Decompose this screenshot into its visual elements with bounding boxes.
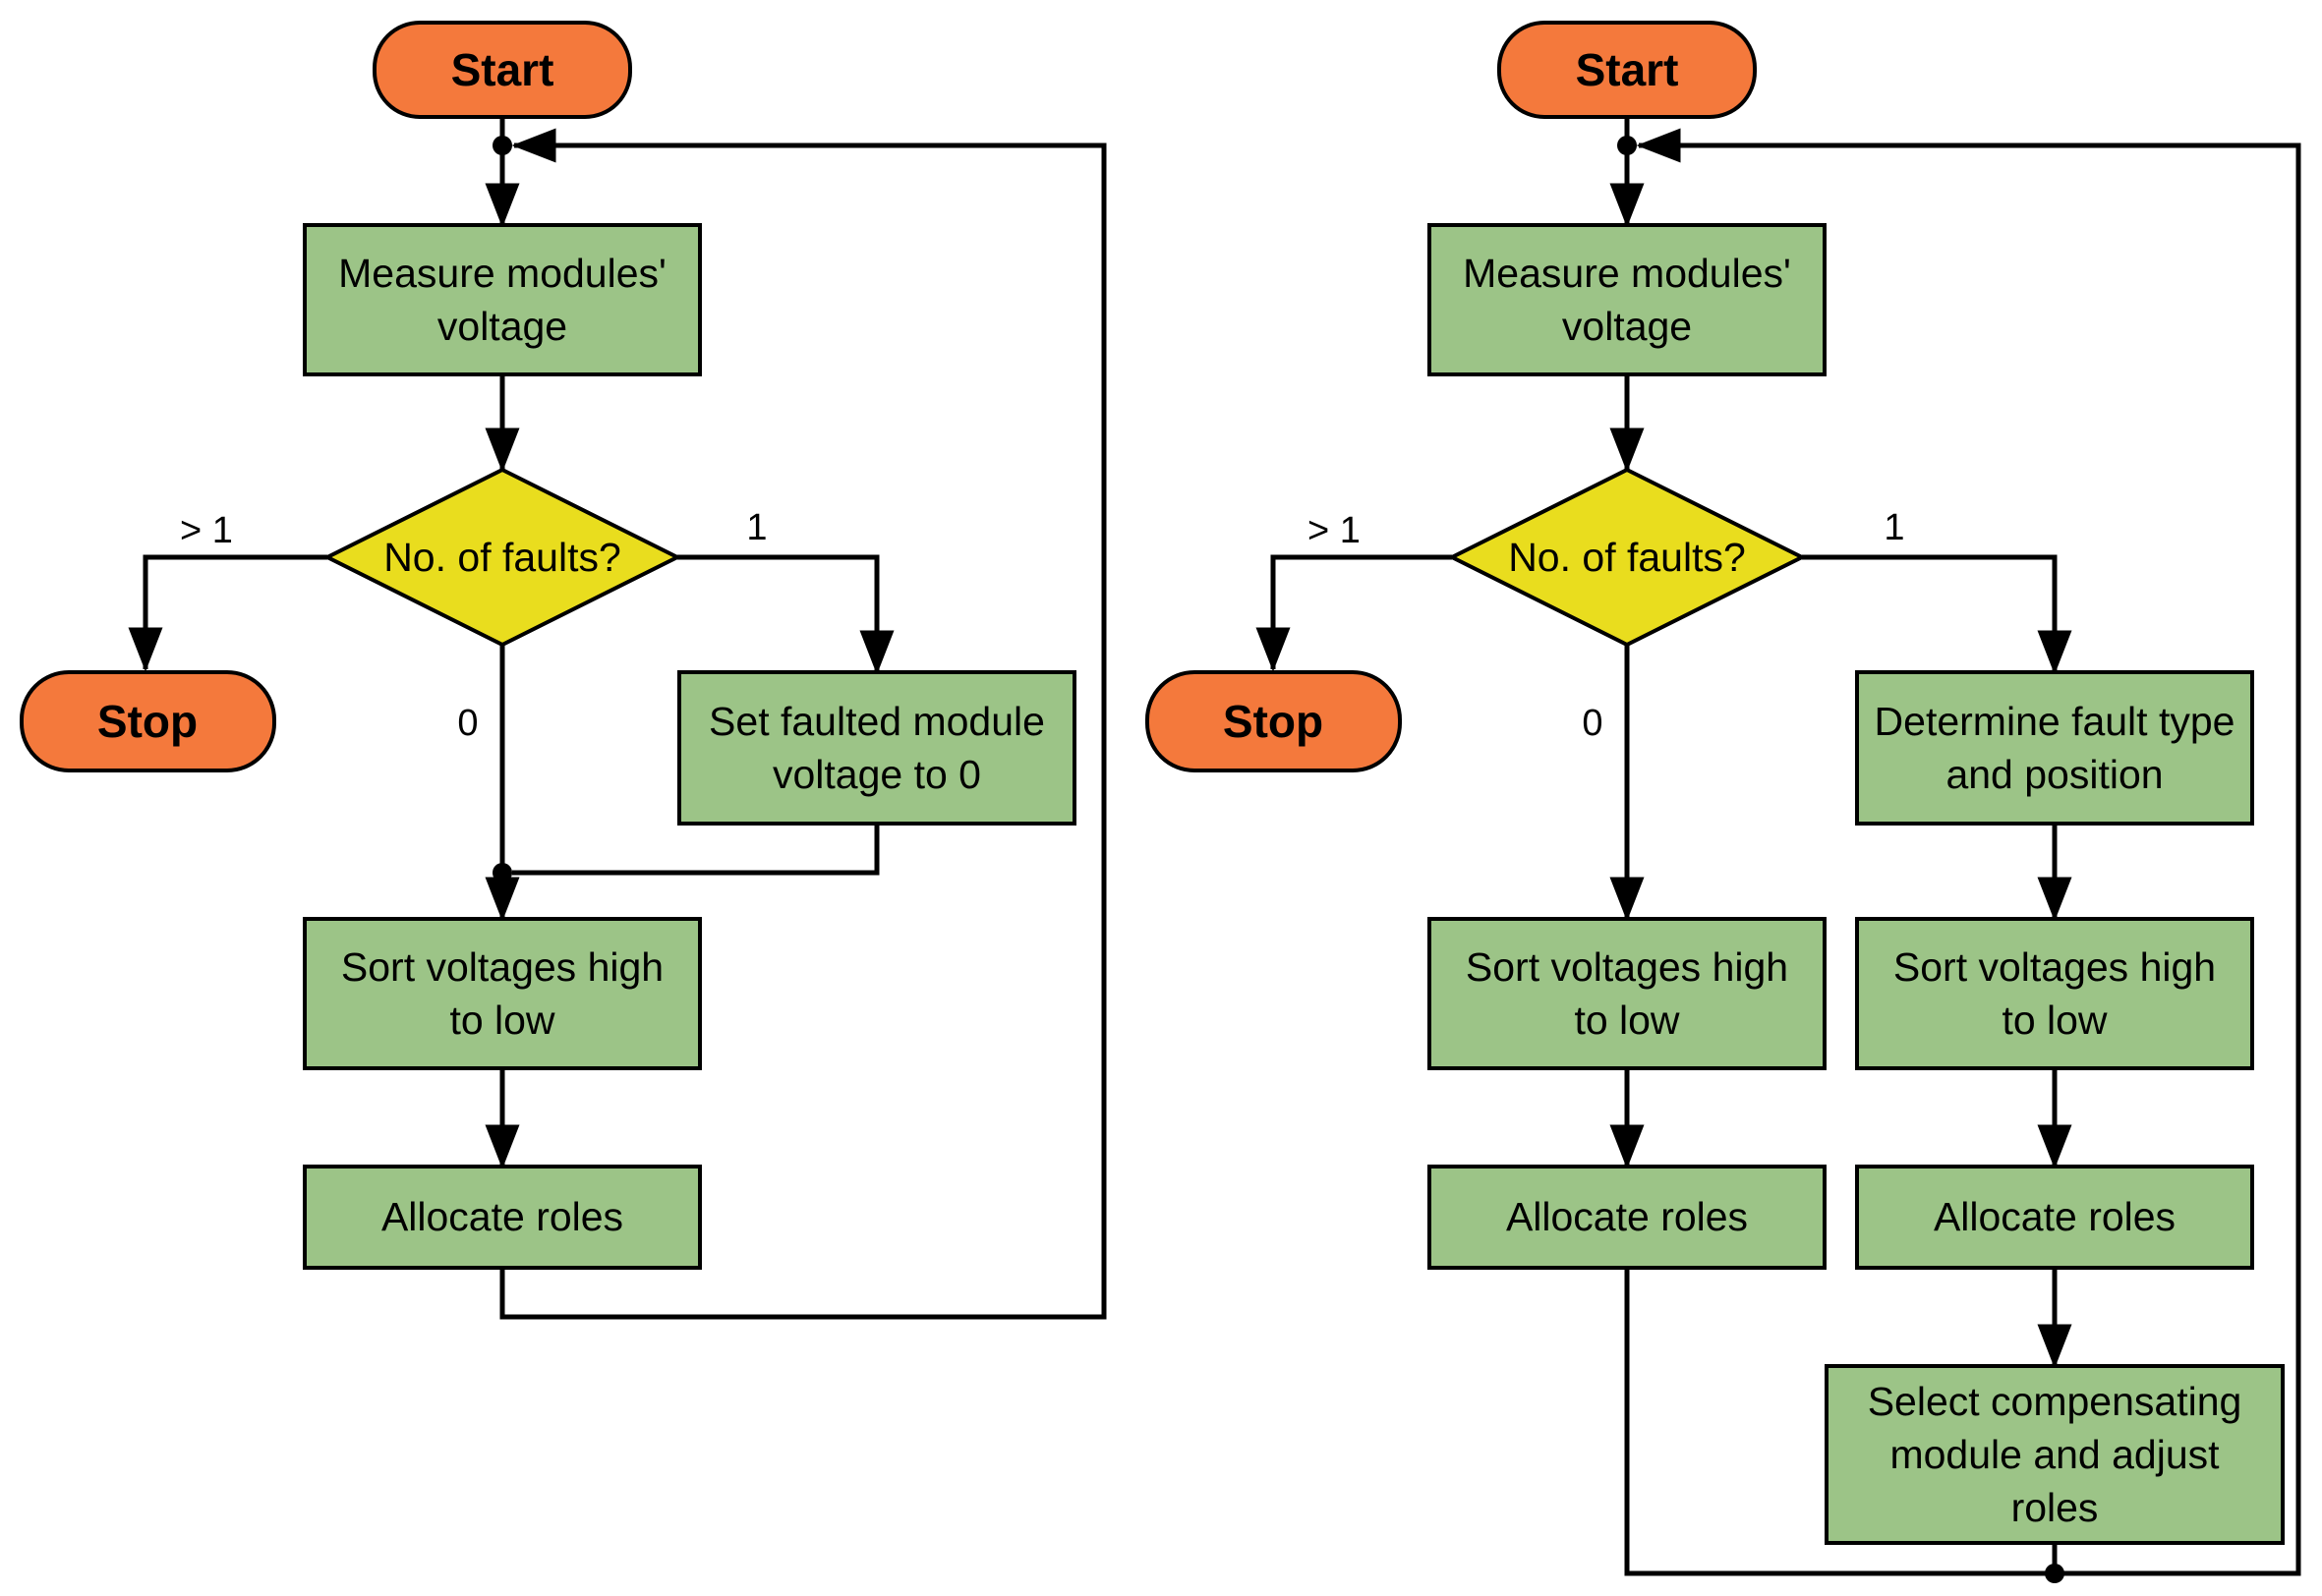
right-select-label-line2: module and adjust [1889, 1432, 2220, 1477]
left-branch-1-label: 1 [746, 507, 767, 548]
right-allocate-right-label: Allocate roles [1934, 1194, 2176, 1239]
left-setfaulted-label-line1: Set faulted module [709, 699, 1045, 744]
right-allocate-left-label: Allocate roles [1506, 1194, 1748, 1239]
right-branch-0-label: 0 [1582, 703, 1602, 744]
left-junction-dot-top [493, 136, 512, 155]
right-junction-dot-bottom [2045, 1564, 2064, 1583]
right-decision-label: No. of faults? [1508, 535, 1746, 580]
right-sort-right-label-line2: to low [2002, 998, 2107, 1043]
left-branch-gt1-label: > 1 [180, 510, 233, 551]
left-edge-decision-to-setfaulted [677, 554, 895, 675]
right-start-label: Start [1576, 44, 1679, 95]
left-measure-label-line2: voltage [437, 304, 567, 349]
right-start-node [1497, 21, 1757, 119]
left-stop-node [20, 670, 276, 772]
right-allocate-right-node [1855, 1165, 2254, 1270]
left-start-node [373, 21, 632, 119]
right-select-node [1825, 1364, 2285, 1545]
right-measure-label-line1: Measure modules' [1463, 251, 1791, 296]
right-edge-decision-to-stop [1255, 554, 1452, 672]
right-determine-label-line1: Determine fault type [1875, 699, 2235, 744]
left-setfaulted-label-line2: voltage to 0 [773, 752, 981, 797]
right-branch-1-label: 1 [1884, 507, 1904, 548]
left-edge-allocate-loopback [499, 128, 1107, 1320]
left-stop-label: Stop [97, 696, 198, 747]
left-junction-dot-merge [493, 863, 512, 883]
right-branch-gt1-label: > 1 [1307, 510, 1361, 551]
left-flowchart: Start Measure modules' voltage No. of fa… [20, 21, 1107, 1320]
right-sort-left-label-line2: to low [1574, 998, 1679, 1043]
right-decision-node [1447, 467, 1807, 648]
left-allocate-label: Allocate roles [381, 1194, 623, 1239]
right-edge-allocateleft-loopback [1624, 128, 2301, 1576]
left-setfaulted-node [677, 670, 1076, 826]
right-sort-left-label-line1: Sort voltages high [1466, 944, 1788, 990]
left-measure-label-line1: Measure modules' [338, 251, 667, 296]
right-determine-label-line2: and position [1945, 752, 2163, 797]
left-sort-label-line1: Sort voltages high [341, 944, 664, 990]
left-branch-0-label: 0 [457, 703, 478, 744]
right-sort-left-node [1427, 917, 1827, 1070]
left-start-label: Start [451, 44, 554, 95]
right-sort-right-node [1855, 917, 2254, 1070]
right-stop-node [1145, 670, 1402, 772]
left-allocate-node [303, 1165, 702, 1270]
left-decision-node [322, 467, 682, 648]
right-measure-label-line2: voltage [1562, 304, 1692, 349]
left-edge-decision-to-stop [128, 554, 327, 672]
left-sort-label-line2: to low [449, 998, 554, 1043]
right-flowchart: Start Measure modules' voltage No. of fa… [1145, 21, 2301, 1583]
left-edge-setfaulted-to-junction [512, 824, 880, 876]
right-edge-decision-to-determine [1802, 554, 2072, 675]
right-select-label-line1: Select compensating [1868, 1379, 2242, 1424]
left-measure-node [303, 223, 702, 376]
left-decision-label: No. of faults? [383, 535, 621, 580]
right-select-label-line3: roles [2011, 1485, 2099, 1530]
right-sort-right-label-line1: Sort voltages high [1893, 944, 2216, 990]
right-junction-dot-top [1617, 136, 1637, 155]
left-sort-node [303, 917, 702, 1070]
right-determine-node [1855, 670, 2254, 826]
right-stop-label: Stop [1223, 696, 1323, 747]
right-measure-node [1427, 223, 1827, 376]
right-allocate-left-node [1427, 1165, 1827, 1270]
